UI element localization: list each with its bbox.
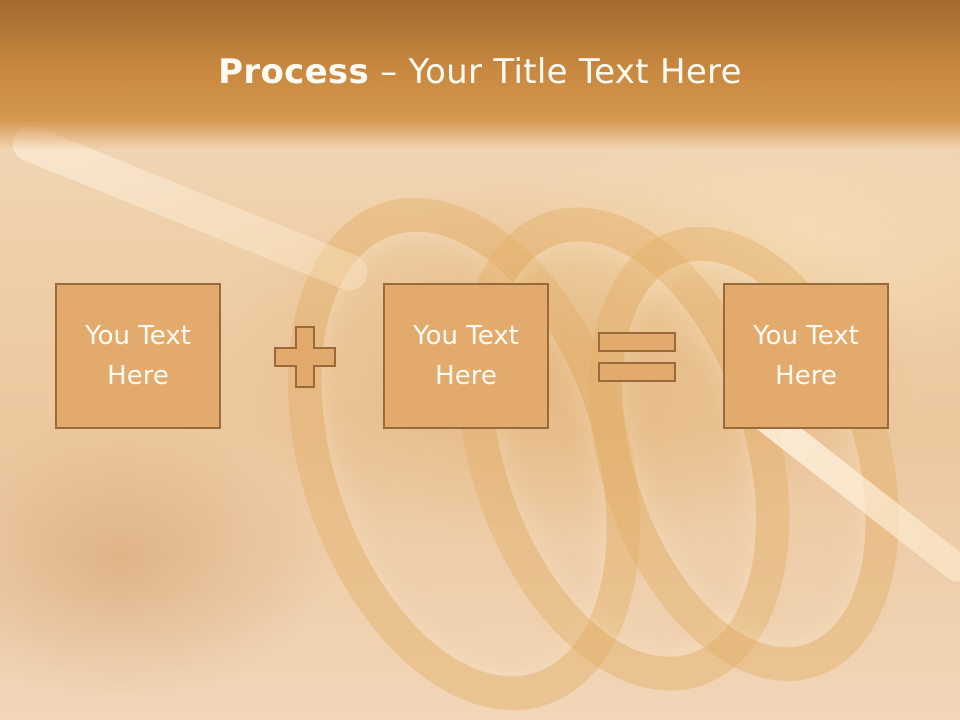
page-title[interactable]: Process – Your Title Text Here [0,52,960,92]
honey-dipper-swirl-1 [226,152,702,720]
text-box-2-label: You Text Here [401,316,531,396]
honey-dipper-swirl-3 [534,186,954,720]
title-bold: Process [218,52,370,92]
title-bar [0,0,960,150]
text-box-2-line-1: You Text [413,321,519,351]
text-box-3-line-1: You Text [753,321,859,351]
text-box-1-label: You Text Here [73,316,203,396]
text-box-3-label: You Text Here [741,316,871,396]
text-box-3[interactable]: You Text Here [723,283,889,429]
text-box-1[interactable]: You Text Here [55,283,221,429]
text-box-1-line-1: You Text [85,321,191,351]
title-rest: – Your Title Text Here [369,52,742,92]
text-box-3-line-2: Here [775,361,837,391]
text-box-2-line-2: Here [435,361,497,391]
equals-top-bar [598,332,676,352]
honey-dipper-swirl-2 [400,164,848,720]
plus-icon[interactable] [274,326,336,388]
text-box-1-line-2: Here [107,361,169,391]
equals-bottom-bar [598,362,676,382]
text-box-2[interactable]: You Text Here [383,283,549,429]
